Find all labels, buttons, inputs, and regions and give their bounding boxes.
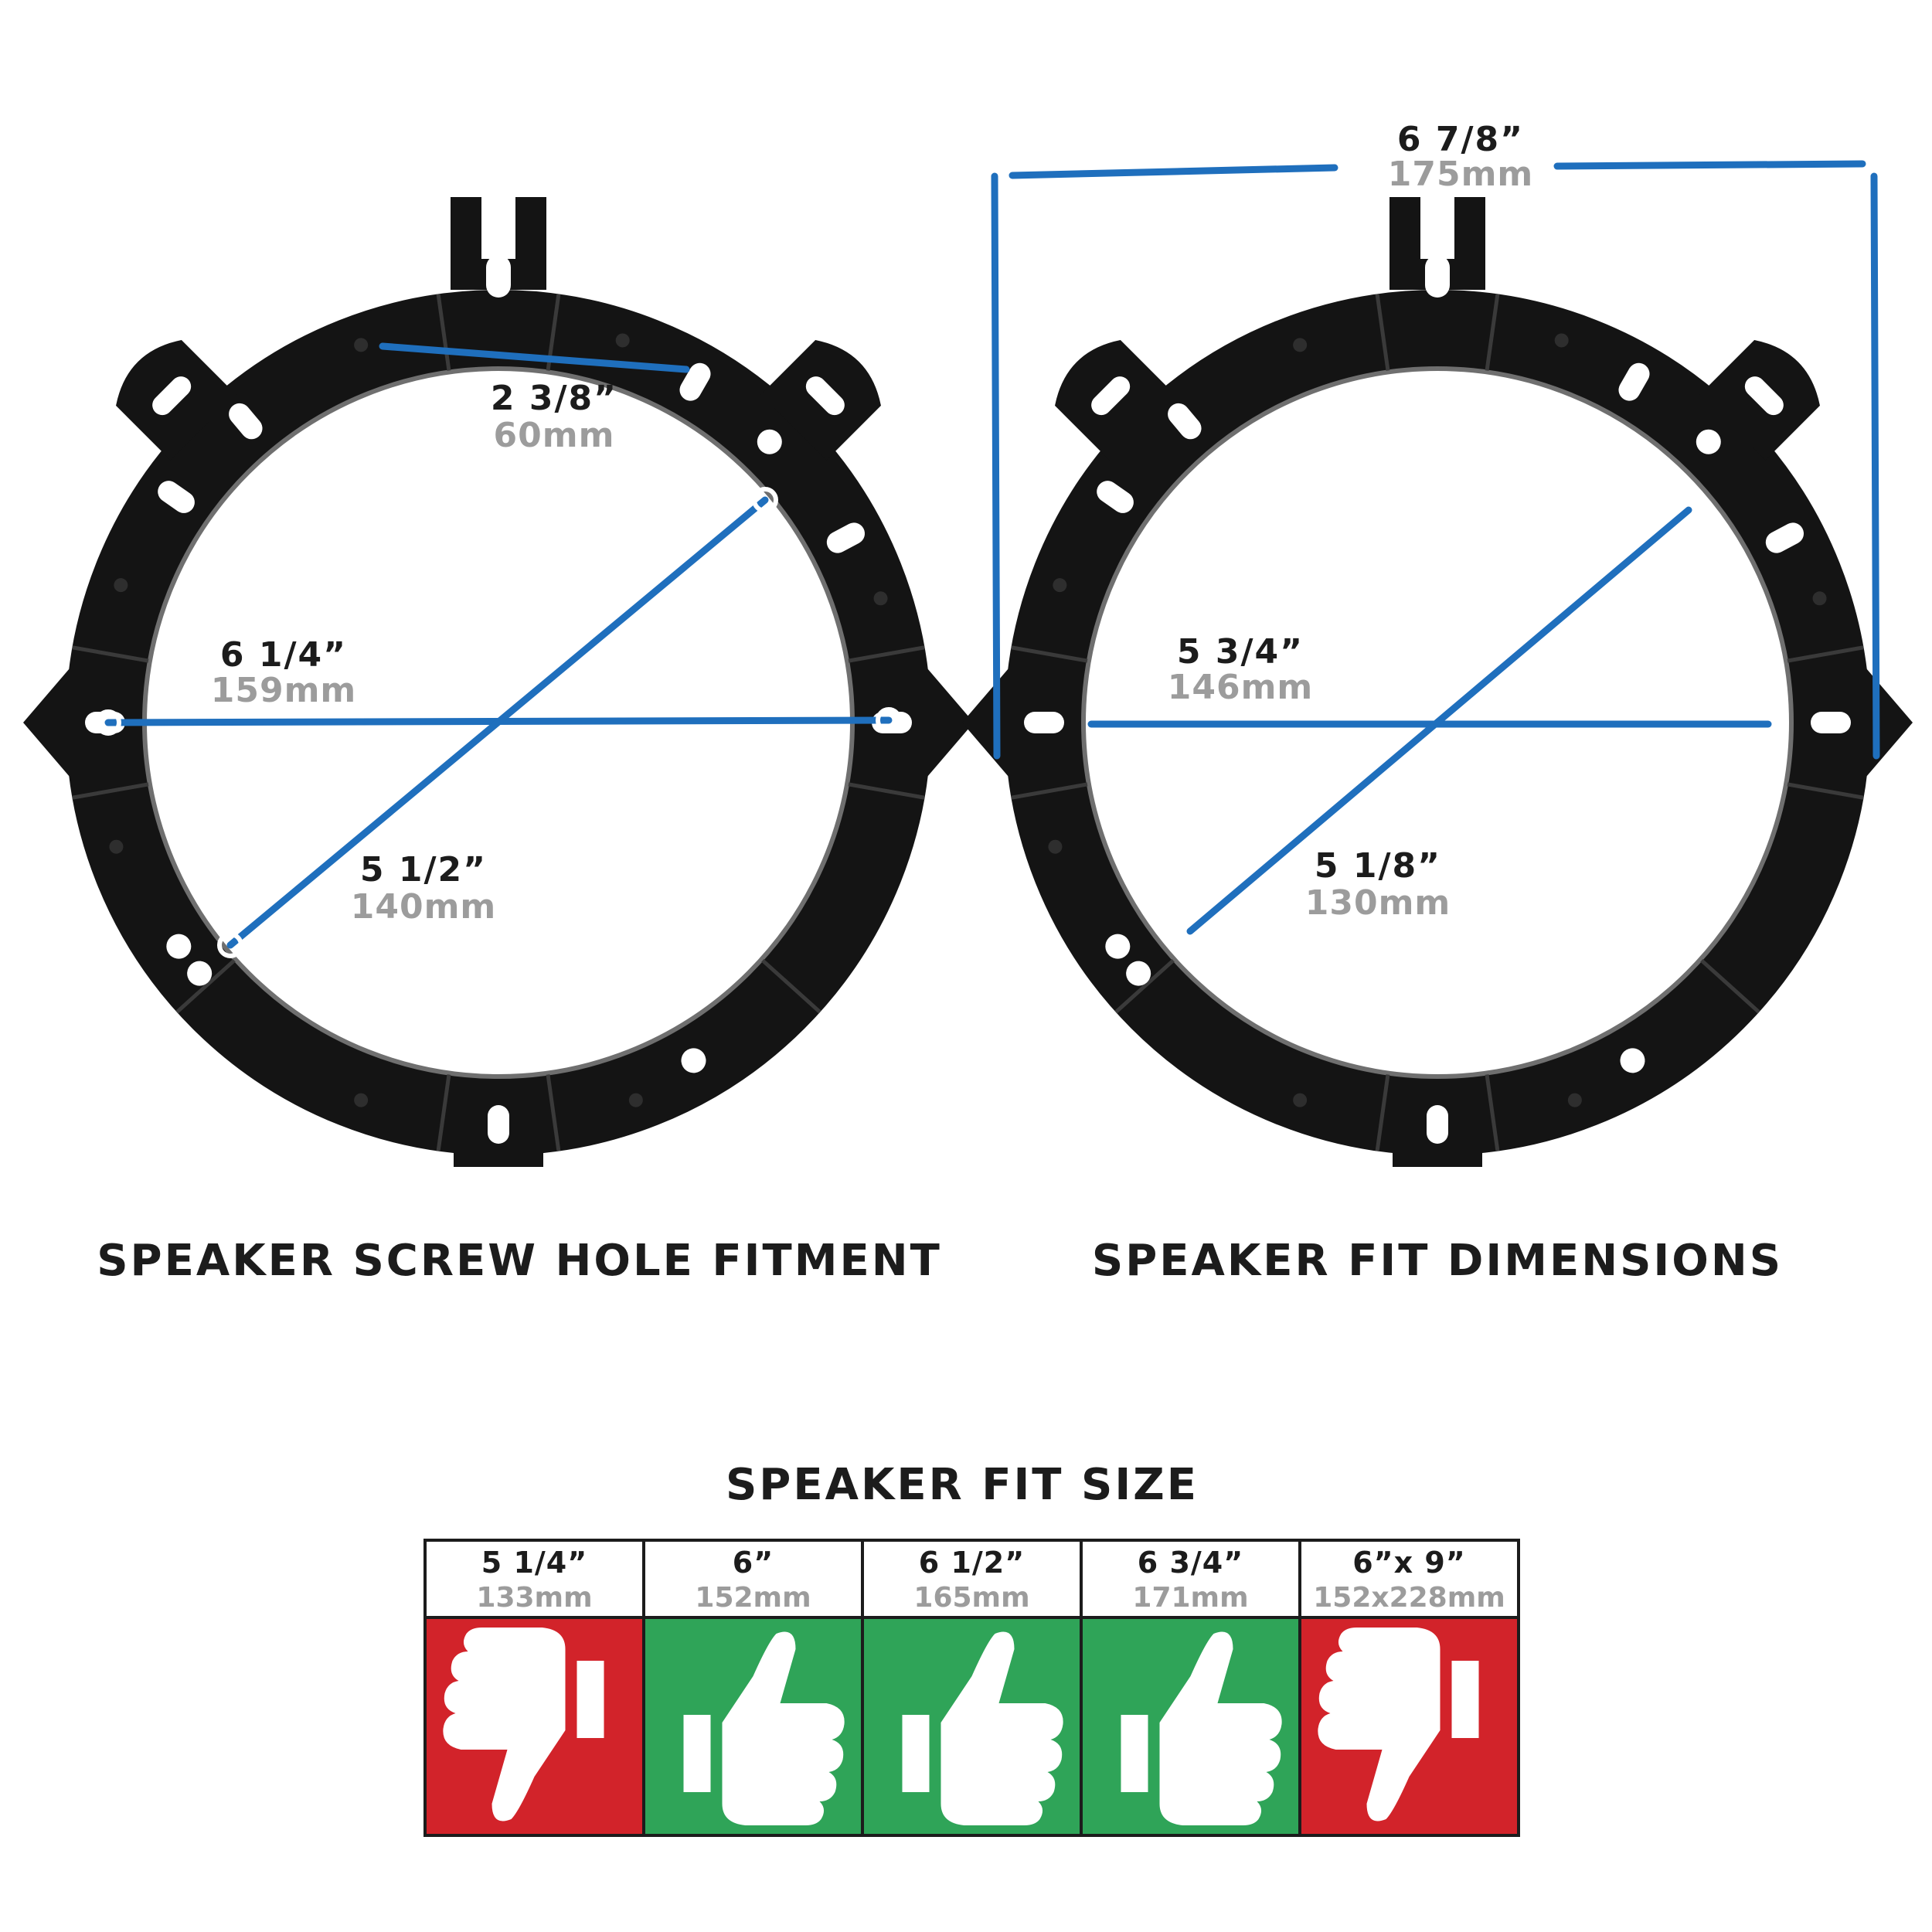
right-bracket-illustration [962,197,1913,1167]
fit-size-metric: 152mm [695,1582,811,1614]
dim-right-3-metric: 130mm [1305,883,1451,923]
measure-line-top-left [1009,164,1338,179]
fit-header-cell [423,1539,645,1619]
dim-left-2-metric: 159mm [211,671,357,710]
measure-line-5-1-2 [226,496,769,949]
dim-right-1-metric: 175mm [1388,155,1534,194]
left-measure-lines [104,342,893,949]
measure-line-2-3-8 [379,342,690,373]
fit-size-imperial: 6 3/4” [1138,1546,1243,1580]
fit-column-5: 6”x 9”152x228mm [1298,1539,1520,1837]
left-bracket-illustration [23,197,974,1167]
right-measure-lines [991,160,1880,935]
fit-header-cell [1298,1539,1520,1619]
fit-size-imperial: 6”x 9” [1352,1546,1466,1580]
fit-table-title: SPEAKER FIT SIZE [726,1460,1199,1510]
measure-line-left-vertical [991,172,1001,760]
fit-size-metric: 165mm [913,1582,1029,1614]
caption-screw-hole-fitment: SPEAKER SCREW HOLE FITMENT [97,1236,942,1286]
dim-right-3-imperial: 5 1/8” [1315,846,1441,886]
fit-size-imperial: 6 1/2” [919,1546,1025,1580]
dim-left-1-metric: 60mm [494,416,615,455]
fit-size-metric: 171mm [1132,1582,1248,1614]
fit-size-imperial: 6” [733,1546,774,1580]
dim-left-1-imperial: 2 3/8” [491,379,617,418]
fit-size-metric: 152x228mm [1313,1582,1505,1614]
fit-column-2: 6”152mm [642,1539,864,1837]
dim-right-1-imperial: 6 7/8” [1397,120,1524,159]
measure-line-top-right [1553,160,1866,170]
dim-right-2-metric: 146mm [1168,668,1314,707]
fit-size-imperial: 5 1/4” [481,1546,587,1580]
fit-column-1: 5 1/4”133mm [423,1539,645,1837]
fit-size-metric: 133mm [476,1582,592,1614]
fit-column-3: 6 1/2”165mm [861,1539,1083,1837]
measure-line-right-vertical [1870,172,1880,760]
fit-header-cell [642,1539,864,1619]
fit-column-4: 6 3/4”171mm [1080,1539,1301,1837]
dim-left-3-metric: 140mm [351,887,497,927]
dim-left-3-imperial: 5 1/2” [360,850,487,889]
measure-line-5-1-8 [1186,506,1692,935]
dim-left-2-imperial: 6 1/4” [220,635,347,675]
dim-right-2-imperial: 5 3/4” [1177,632,1304,672]
caption-speaker-fit-dimensions: SPEAKER FIT DIMENSIONS [1092,1236,1783,1286]
